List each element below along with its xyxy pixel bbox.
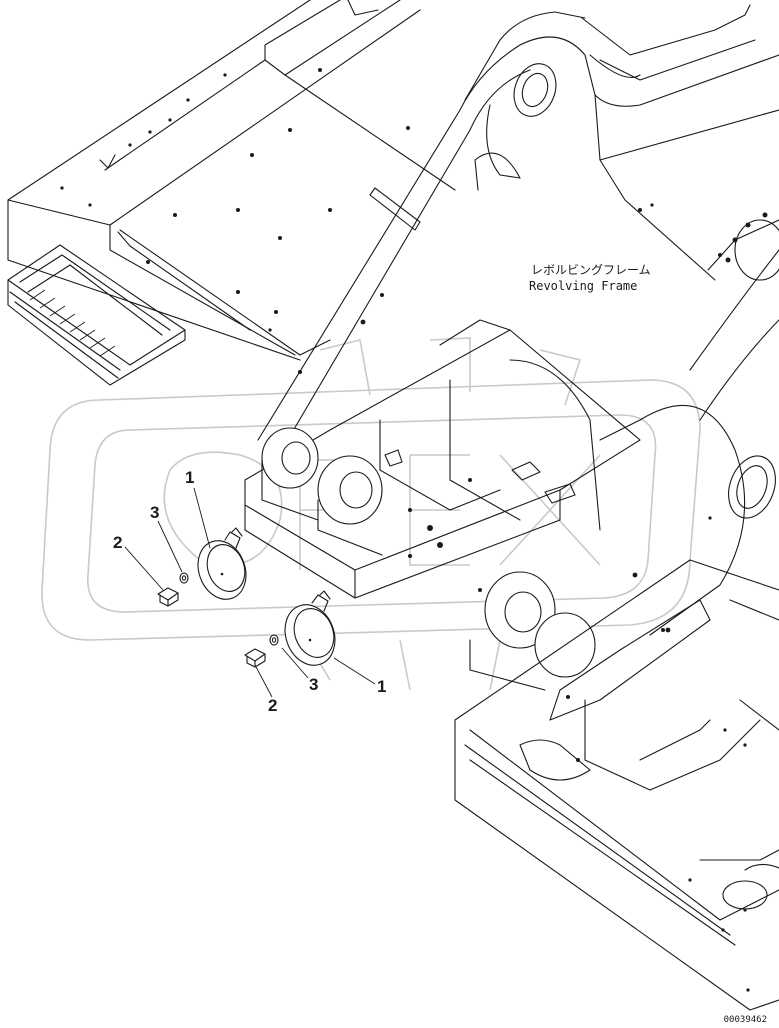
frame-label-english: Revolving Frame <box>529 279 638 293</box>
callout-3-right-washer: 3 <box>309 675 319 694</box>
callout-2-right-bolt: 2 <box>268 696 278 715</box>
right-cover-assembly <box>244 590 336 668</box>
leader-lines <box>124 487 376 698</box>
left-deck-cover <box>7 0 456 374</box>
frame-label-japanese: レボルビングフレーム <box>531 263 651 277</box>
drawing-number: 00039462 <box>723 1015 767 1025</box>
callout-1-right-cover: 1 <box>377 677 387 696</box>
step-tread <box>7 244 186 386</box>
lower-right-deck <box>454 559 779 1011</box>
revolving-frame-body <box>244 4 779 691</box>
callout-2-left-bolt: 2 <box>113 533 123 552</box>
left-cover-assembly <box>157 527 247 607</box>
callout-1-left-cover: 1 <box>185 468 195 487</box>
callout-3-left-washer: 3 <box>150 503 160 522</box>
